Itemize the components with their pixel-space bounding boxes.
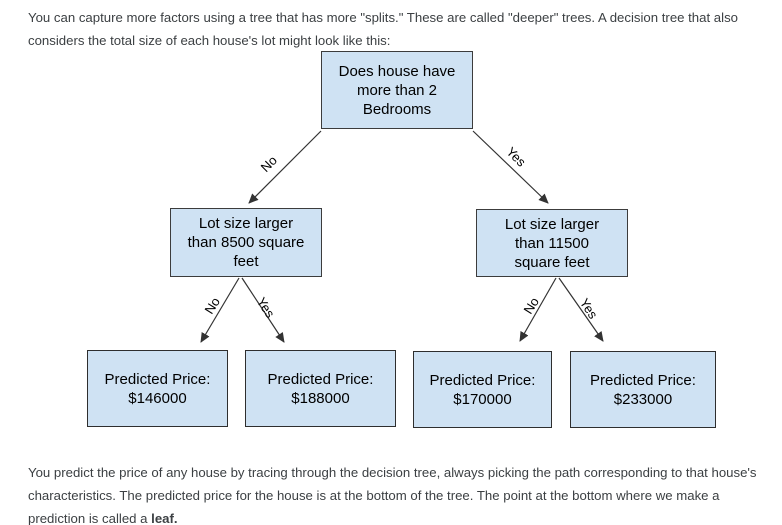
edge-label-left-no: No [201,295,223,317]
explanation-paragraph-line: You predict the price of any house by tr… [28,465,757,480]
edge-right-no [519,277,557,342]
leaf-predicted-price-1: Predicted Price: $146000 [87,350,228,427]
edge-label-root-no: No [258,153,280,175]
intro-paragraph-line: considers the total size of each house's… [28,33,391,48]
edge-left-yes [241,277,285,343]
explanation-paragraph-text: prediction is called a [28,511,152,525]
edge-label-right-no: No [520,295,542,317]
edge-root-no [248,130,322,204]
intro-paragraph: You can capture more factors using a tre… [28,6,738,52]
edge-label-right-yes: Yes [577,296,601,322]
edge-label-left-yes: Yes [254,295,278,321]
explanation-paragraph-line: characteristics. The predicted price for… [28,488,720,503]
explanation-paragraph: You predict the price of any house by tr… [28,461,757,525]
node-root-question: Does house have more than 2 Bedrooms [321,51,473,129]
explanation-paragraph-line: prediction is called a leaf. [28,507,757,525]
edge-label-root-yes: Yes [503,144,529,170]
leaf-predicted-price-4: Predicted Price: $233000 [570,351,716,428]
edge-right-yes [558,277,604,342]
node-left-split: Lot size larger than 8500 square feet [170,208,322,277]
node-right-split: Lot size larger than 11500 square feet [476,209,628,277]
leaf-predicted-price-3: Predicted Price: $170000 [413,351,552,428]
leaf-term-bold: leaf. [151,511,178,525]
leaf-predicted-price-2: Predicted Price: $188000 [245,350,396,427]
edge-root-yes [472,130,549,204]
edge-left-no [200,277,240,343]
intro-paragraph-line: You can capture more factors using a tre… [28,10,738,25]
